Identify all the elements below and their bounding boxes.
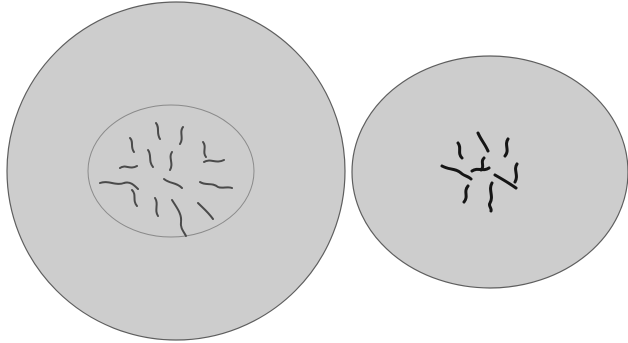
right-chromosome-3 [505,139,508,156]
left-cell [7,2,345,340]
left-chromosome-7 [204,160,224,162]
right-cell [352,56,628,288]
left-chromosome-5 [170,152,172,170]
left-chromosome-8 [120,166,137,168]
right-cell-body [352,56,628,288]
left-cell-body [7,2,345,340]
right-chromosome-9 [481,158,484,170]
right-chromosome-10 [515,164,517,182]
